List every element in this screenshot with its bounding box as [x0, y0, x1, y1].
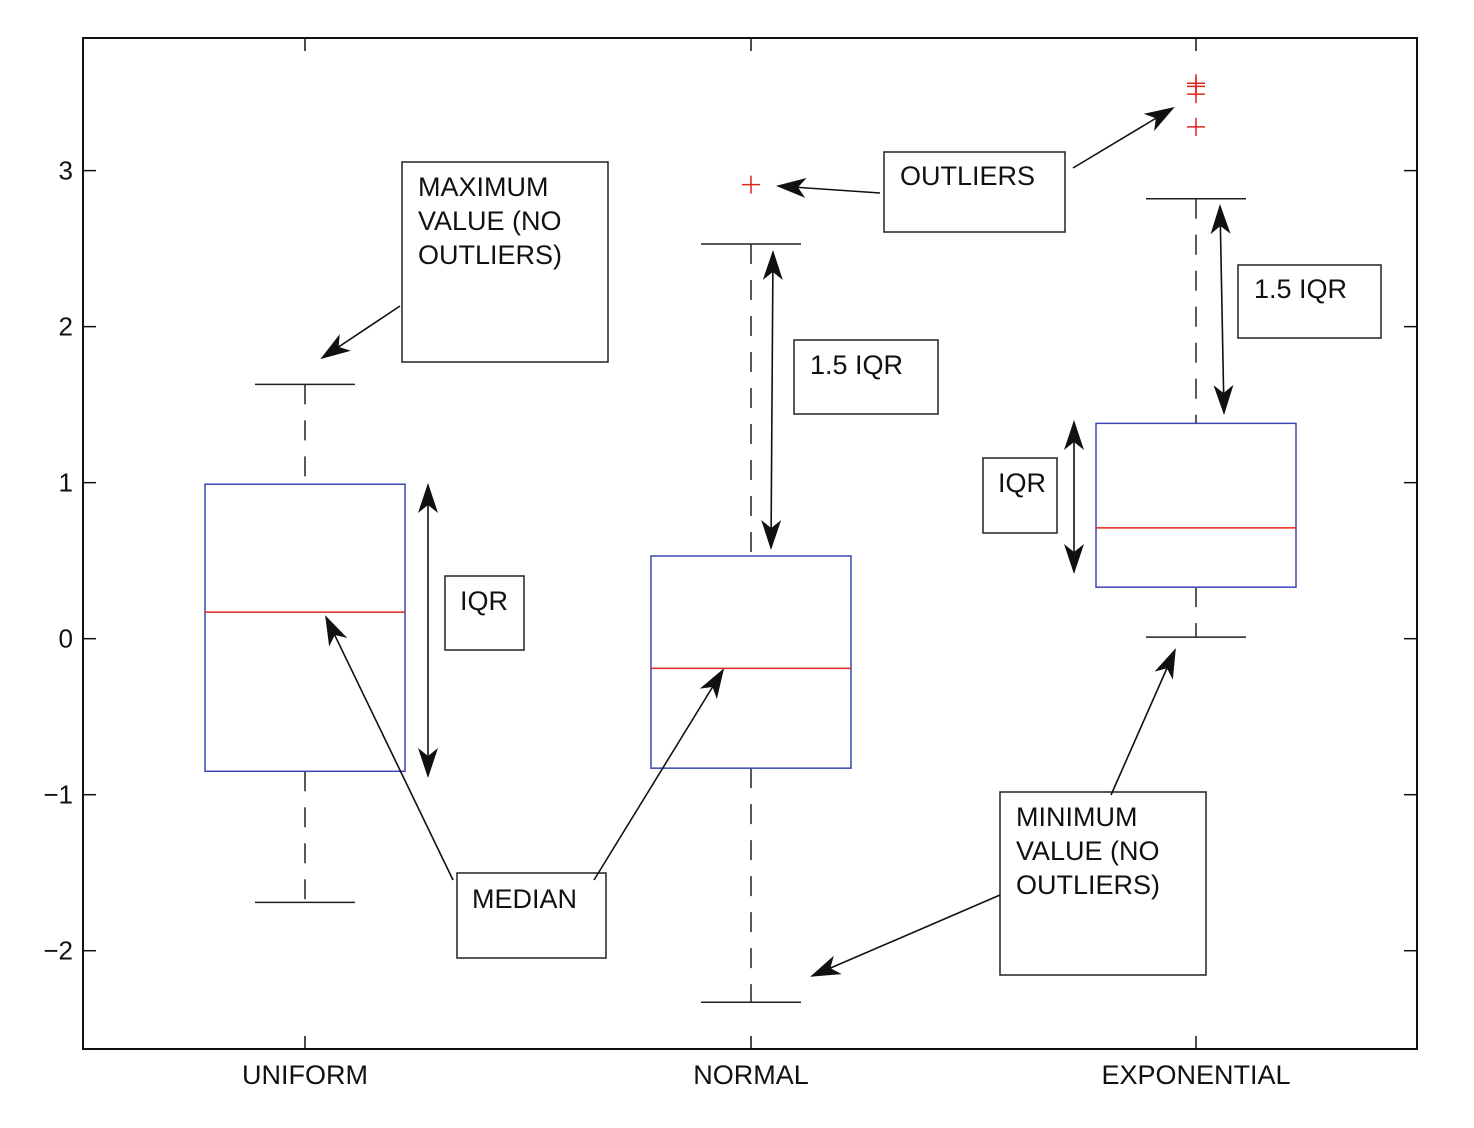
annotation-box	[883, 151, 1066, 233]
annotation-text: 1.5 IQR	[810, 350, 903, 380]
box-uniform	[204, 383, 406, 904]
annotation-box	[999, 791, 1207, 976]
x-category-label: UNIFORM	[242, 1060, 368, 1090]
x-axis-category-labels: UNIFORM NORMAL EXPONENTIAL	[242, 38, 1291, 1090]
outlier-marker	[742, 175, 760, 194]
iqr-box	[650, 555, 852, 769]
annotation-text: MAXIMUM	[418, 172, 549, 202]
annotation-exp-iqr: IQR	[982, 420, 1084, 574]
iqr-box	[1095, 422, 1297, 588]
box-normal	[650, 175, 852, 1003]
annotation-text: MEDIAN	[472, 884, 577, 914]
annotation-max-value: MAXIMUM VALUE (NO OUTLIERS)	[320, 161, 609, 363]
annotation-arrow	[1072, 106, 1175, 169]
annotation-normal-1.5iqr: 1.5 IQR	[761, 250, 939, 550]
box-exponential	[1095, 74, 1297, 638]
outlier-marker	[1187, 85, 1205, 104]
annotation-text: MINIMUM	[1016, 802, 1137, 832]
annotation-box	[982, 457, 1058, 534]
annotation-text: 1.5 IQR	[1254, 274, 1347, 304]
annotation-text: VALUE (NO	[1016, 836, 1160, 866]
y-tick-label: −2	[43, 936, 73, 966]
x-category-label: NORMAL	[693, 1060, 809, 1090]
annotation-box	[444, 575, 525, 651]
annotation-text: OUTLIERS	[900, 161, 1035, 191]
annotation-text: OUTLIERS)	[418, 240, 562, 270]
annotation-arrow	[1110, 648, 1176, 796]
x-category-label: EXPONENTIAL	[1101, 1060, 1290, 1090]
y-tick-label: −1	[43, 780, 73, 810]
annotation-box	[456, 872, 607, 959]
plot-area-frame	[82, 37, 1418, 1050]
annotation-exp-1.5iqr: 1.5 IQR	[1210, 204, 1382, 415]
y-tick-label: 0	[59, 624, 73, 654]
annotation-arrow	[810, 894, 1001, 977]
iqr-box	[204, 483, 406, 773]
annotation-arrow	[320, 305, 401, 360]
annotation-median: MEDIAN	[325, 615, 725, 959]
annotation-box	[1237, 264, 1382, 339]
annotation-box	[793, 339, 939, 415]
annotation-min-value: MINIMUM VALUE (NO OUTLIERS)	[810, 648, 1207, 977]
outlier-marker	[1187, 117, 1205, 136]
annotation-text: VALUE (NO	[418, 206, 562, 236]
double-arrow	[761, 250, 783, 550]
annotation-outliers: OUTLIERS	[776, 106, 1175, 233]
y-tick-label: 2	[59, 312, 73, 342]
annotation-text: IQR	[998, 468, 1046, 498]
annotation-text: IQR	[460, 586, 508, 616]
annotation-arrow	[776, 177, 881, 198]
annotation-arrow	[325, 615, 454, 881]
annotation-box	[401, 161, 609, 363]
annotation-arrow	[593, 668, 725, 881]
annotations: MAXIMUM VALUE (NO OUTLIERS) OUTLIERS 1.5 IQR…	[320, 106, 1382, 977]
annotation-uniform-iqr: IQR	[418, 483, 525, 778]
double-arrow	[1210, 204, 1234, 415]
annotation-text: OUTLIERS)	[1016, 870, 1160, 900]
boxplot-boxes	[204, 74, 1297, 1003]
y-tick-label: 3	[59, 156, 73, 186]
y-tick-label: 1	[59, 468, 73, 498]
y-axis-ticks: −2 −1 0 1 2 3	[43, 156, 1417, 966]
